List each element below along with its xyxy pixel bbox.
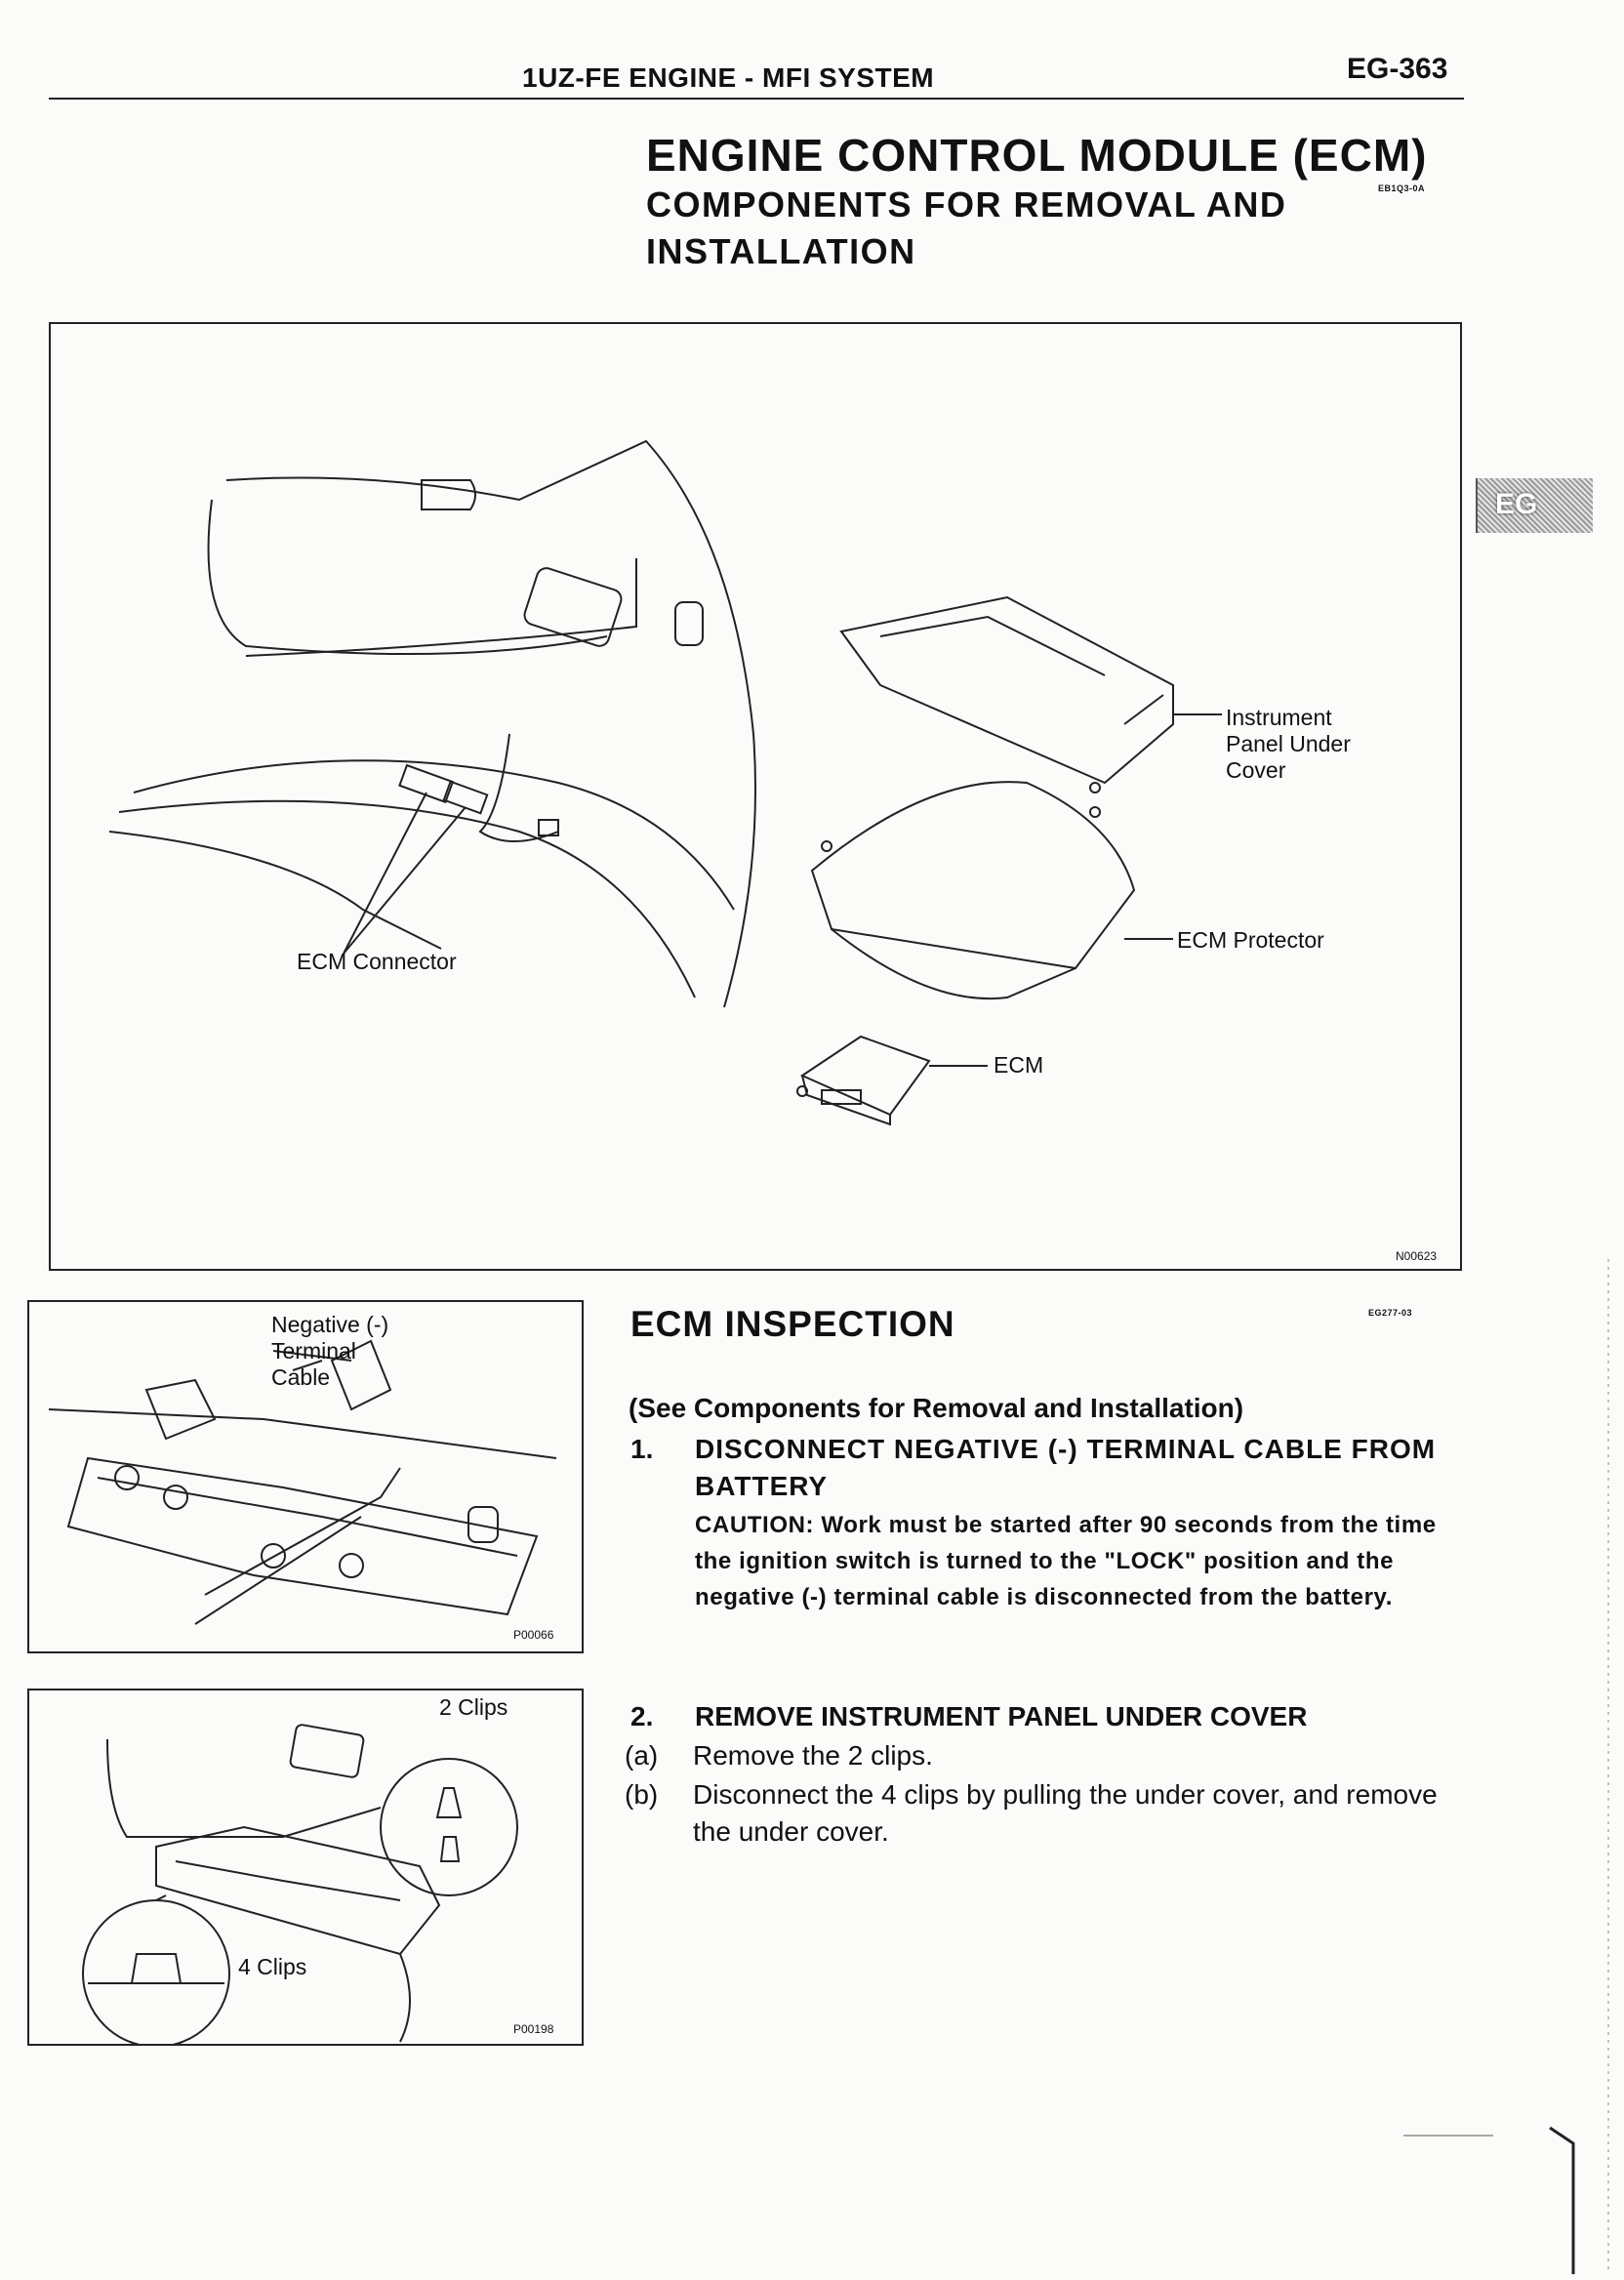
- step2-sub-b-text: Disconnect the 4 clips by pulling the un…: [693, 1779, 1438, 1847]
- figure-id: P00066: [513, 1628, 554, 1642]
- label-ecm: ECM: [994, 1052, 1044, 1078]
- step1-title: DISCONNECT NEGATIVE (-) TERMINAL CABLE F…: [695, 1434, 1437, 1501]
- section-code: EB1Q3-0A: [1378, 183, 1426, 193]
- label-under-cover: Instrument Panel Under Cover: [1226, 705, 1351, 783]
- chapter-tab-label: EG: [1495, 488, 1538, 520]
- clips-figure: 2 Clips 4 Clips P00198: [27, 1689, 584, 2046]
- section-subtitle: COMPONENTS FOR REMOVAL AND INSTALLATION: [646, 184, 1287, 271]
- inspection-title: ECM INSPECTION: [630, 1304, 955, 1344]
- dash-outline: [225, 439, 756, 1008]
- battery-illustration: [48, 1339, 557, 1625]
- step1-number: 1.: [630, 1434, 654, 1464]
- header-rule: [49, 98, 1464, 100]
- label-2-clips: 2 Clips: [439, 1694, 508, 1720]
- step2-sub-b-tag: (b): [625, 1779, 659, 1810]
- section-title: ENGINE CONTROL MODULE (ECM): [646, 130, 1428, 181]
- inspection-reference: (See Components for Removal and Installa…: [629, 1393, 1244, 1423]
- label-negative-cable: Negative (-) Terminal Cable: [271, 1312, 389, 1390]
- inspection-code: EG277-03: [1368, 1308, 1413, 1318]
- step2-sub-a-tag: (a): [625, 1740, 659, 1771]
- clips-illustration: [82, 1724, 518, 2044]
- running-header-title: 1UZ-FE ENGINE - MFI SYSTEM: [522, 62, 935, 93]
- step1-caution: CAUTION: Work must be started after 90 s…: [695, 1512, 1437, 1610]
- components-illustration: [108, 439, 1222, 1126]
- label-4-clips: 4 Clips: [238, 1954, 307, 1979]
- components-figure: ECM Connector Instrument Panel Under Cov…: [49, 322, 1462, 1271]
- figure-id: P00198: [513, 2022, 554, 2036]
- label-ecm-protector: ECM Protector: [1177, 927, 1324, 953]
- battery-figure: Negative (-) Terminal Cable P00066: [27, 1300, 584, 1653]
- step2-sub-a-text: Remove the 2 clips.: [693, 1740, 933, 1771]
- step2-title: REMOVE INSTRUMENT PANEL UNDER COVER: [695, 1701, 1308, 1731]
- page-number: EG-363: [1347, 53, 1448, 85]
- step2-number: 2.: [630, 1701, 654, 1731]
- chapter-tab[interactable]: EG: [1476, 478, 1593, 533]
- label-ecm-connector: ECM Connector: [297, 949, 457, 974]
- figure-id: N00623: [1396, 1249, 1438, 1263]
